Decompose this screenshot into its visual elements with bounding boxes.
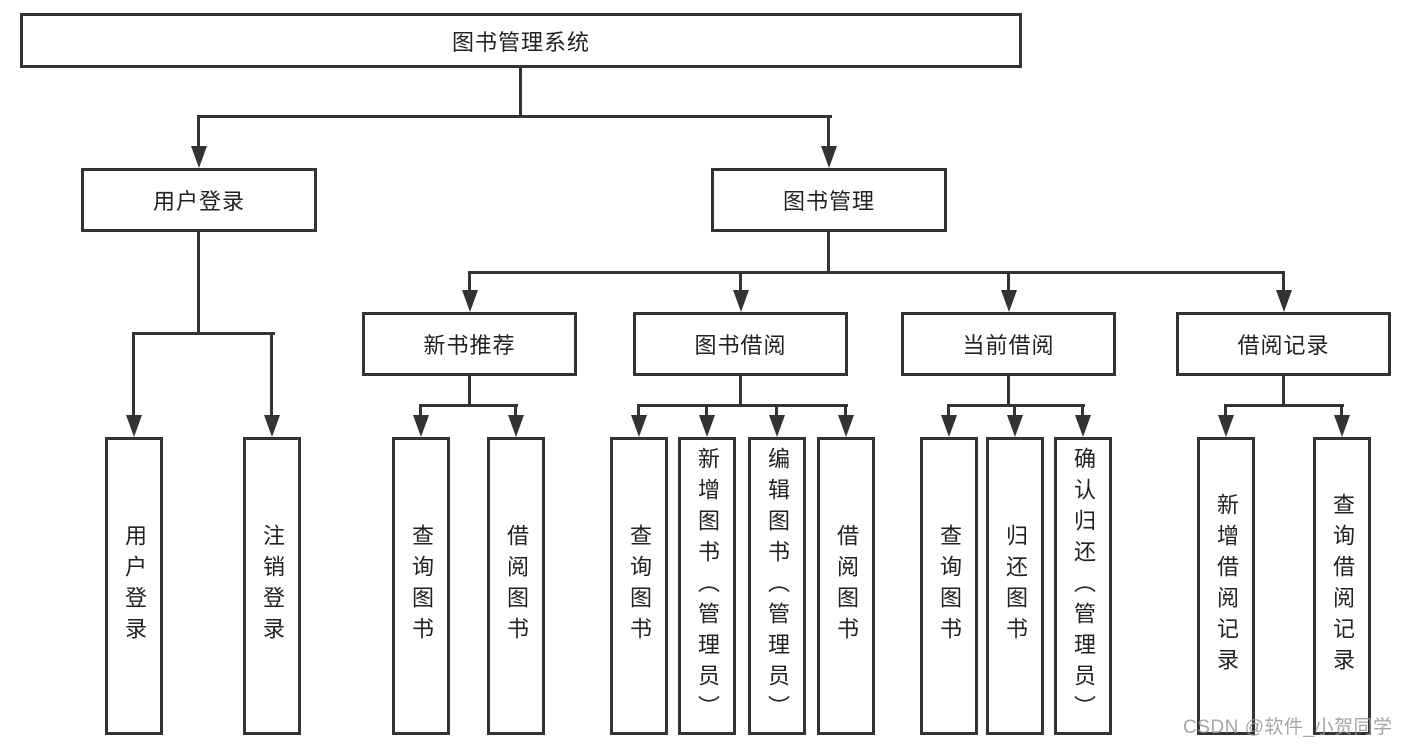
leaf-newbooks-query-books: 查询图书 [392,437,450,735]
edge-v [514,404,517,418]
node-current-borrowing: 当前借阅 [901,312,1116,376]
leaf-borrowing-query-books: 查询图书 [610,437,668,735]
edge-v [775,404,778,418]
arrow-down-icon [733,290,749,312]
leaf-borrowing-add-books-admin: 新增图书（管理员） [678,437,736,735]
arrow-down-icon [1276,290,1292,312]
node-borrowing-records: 借阅记录 [1176,312,1391,376]
edge-new-books-stem [468,376,471,407]
edge-current-borrow-splitter [947,404,1085,407]
arrow-down-icon [191,146,207,168]
edge-root-stem [519,68,522,118]
arrow-down-icon [1334,415,1350,437]
arrow-down-icon [413,415,429,437]
leaf-current-return-books: 归还图书 [986,437,1044,735]
arrow-down-icon [126,415,142,437]
node-book-borrowing: 图书借阅 [633,312,848,376]
edge-v [1282,271,1285,292]
edge-book-mgmt-splitter [468,271,1285,274]
edge-book-borrow-splitter [637,404,848,407]
edge-v [947,404,950,418]
csdn-watermark: CSDN @软件_小贺同学 [1183,717,1393,738]
edge-v [1340,404,1343,418]
leaf-records-query-record: 查询借阅记录 [1313,437,1371,735]
leaf-borrowing-edit-books-admin: 编辑图书（管理员） [748,437,806,735]
edge-user-login-stem [197,232,200,335]
leaf-records-add-record: 新增借阅记录 [1197,437,1255,735]
edge-v [468,271,471,292]
leaf-borrowing-borrow-books: 借阅图书 [817,437,875,735]
node-library-management-system: 图书管理系统 [20,13,1022,68]
edge-v [637,404,640,418]
arrow-down-icon [1218,415,1234,437]
edge-borrow-records-stem [1282,376,1285,407]
arrow-down-icon [508,415,524,437]
arrow-down-icon [1075,415,1091,437]
leaf-current-confirm-return-admin: 确认归还（管理员） [1054,437,1112,735]
edge-v [419,404,422,418]
edge-v [739,271,742,292]
node-new-book-recommendation: 新书推荐 [362,312,577,376]
leaf-logout: 注销登录 [243,437,301,735]
edge-v [705,404,708,418]
arrow-down-icon [838,415,854,437]
node-book-management: 图书管理 [711,168,947,232]
edge-book-mgmt-stem [827,232,830,274]
edge-v [1224,404,1227,418]
leaf-newbooks-borrow-books: 借阅图书 [487,437,545,735]
arrow-down-icon [264,415,280,437]
edge-borrow-records-splitter [1224,404,1344,407]
edge-v [844,404,847,418]
edge-v [1081,404,1084,418]
edge-new-books-splitter [419,404,518,407]
node-user-login: 用户登录 [81,168,317,232]
leaf-current-query-books: 查询图书 [920,437,978,735]
edge-v [827,115,830,148]
edge-book-borrow-stem [739,376,742,407]
edge-user-login-splitter [132,332,275,335]
arrow-down-icon [1007,415,1023,437]
leaf-user-login: 用户登录 [105,437,163,735]
arrow-down-icon [631,415,647,437]
arrow-down-icon [941,415,957,437]
edge-v [132,332,135,417]
edge-v [270,332,273,417]
edge-current-borrow-stem [1007,376,1010,407]
edge-v [1007,271,1010,292]
edge-v [1013,404,1016,418]
arrow-down-icon [769,415,785,437]
arrow-down-icon [821,146,837,168]
edge-v [197,115,200,148]
arrow-down-icon [462,290,478,312]
arrow-down-icon [1001,290,1017,312]
arrow-down-icon [699,415,715,437]
edge-root-splitter [197,115,832,118]
